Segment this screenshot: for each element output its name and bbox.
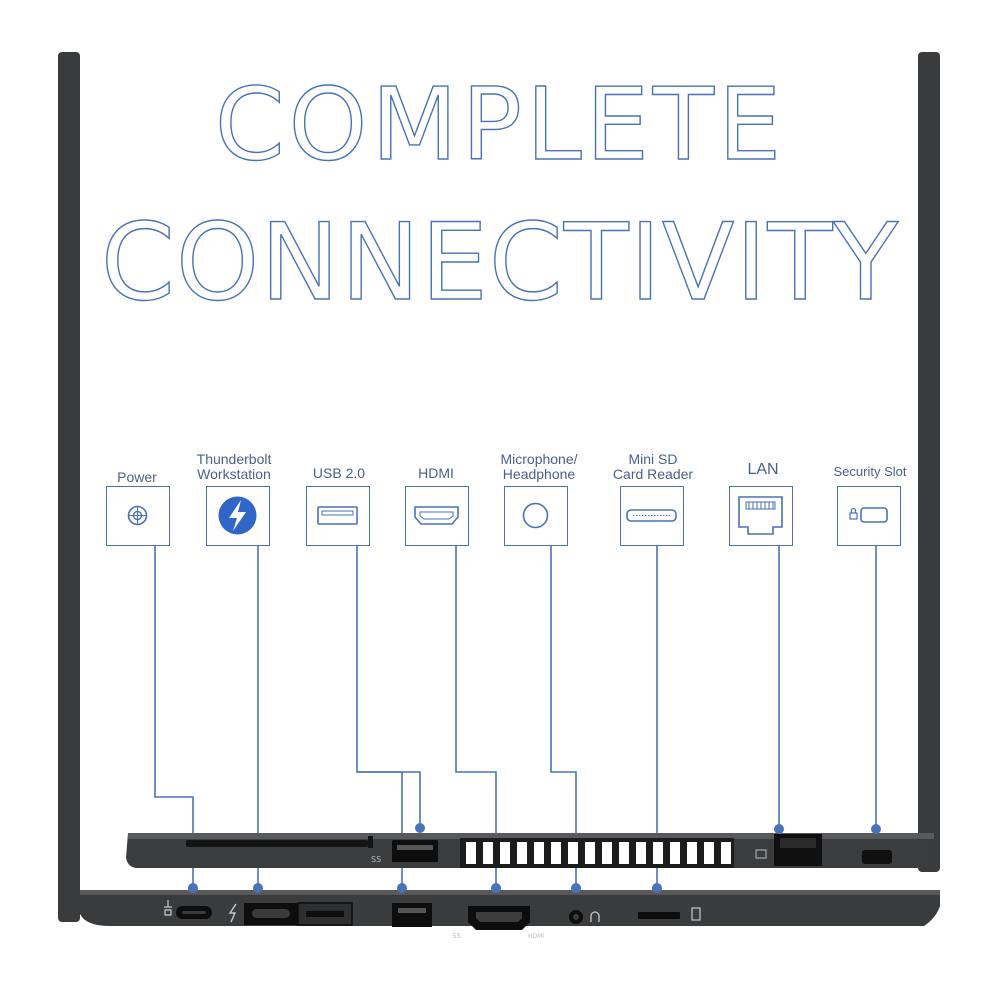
thunderbolt-icon — [218, 496, 257, 535]
hdmi-print: HDMI — [528, 933, 544, 940]
vent-slat — [687, 842, 697, 864]
vent-slat — [602, 842, 612, 864]
power-usb-c-tongue — [182, 911, 206, 914]
port-label-usb: USB 2.0 — [312, 465, 366, 481]
callout-dot-thunderbolt — [253, 883, 263, 893]
vent-slat — [551, 842, 561, 864]
port-label-hdmi: HDMI — [418, 465, 454, 481]
vent-slat — [653, 842, 663, 864]
sd-card-print-icon — [691, 907, 701, 921]
laptop-lid-left-edge — [58, 52, 80, 922]
vent-slat — [636, 842, 646, 864]
ethernet-port-icon — [738, 496, 783, 535]
dock-connector-slot — [306, 911, 344, 917]
vent-slat — [704, 842, 714, 864]
usb-ss-print-left: SS — [452, 932, 461, 940]
callout-dot-audio — [571, 883, 581, 893]
port-box-security — [837, 486, 901, 546]
headline-line-2: CONNECTIVITY — [100, 201, 900, 324]
ethernet-print-icon — [755, 849, 767, 859]
thunderbolt-print-icon — [228, 903, 237, 923]
ethernet-port-contacts — [780, 838, 816, 848]
hdmi-port-inner — [476, 912, 522, 922]
laptop-body-left-top-edge — [80, 890, 940, 895]
usb-port-right-side — [392, 840, 438, 862]
callout-dot-security — [871, 824, 881, 834]
callout-dot-power — [188, 883, 198, 893]
callout-usb-upper-a — [356, 546, 421, 826]
callout-usb-upper-b — [357, 771, 403, 833]
security-lock-icon — [849, 507, 888, 523]
usb-port-contacts — [397, 845, 433, 850]
headphone-print-icon — [590, 911, 600, 922]
port-box-power — [106, 486, 170, 546]
port-label-security: Security Slot — [833, 464, 907, 479]
callout-hdmi-upper — [455, 546, 497, 833]
slot-detail — [186, 840, 368, 847]
callout-dot-usb-right — [415, 823, 425, 833]
callout-dots — [188, 823, 881, 893]
power-dc-icon — [127, 505, 148, 526]
vent-slat — [585, 842, 595, 864]
port-label-lan: LAN — [747, 461, 779, 478]
thunderbolt-port-inner — [252, 909, 290, 918]
port-box-usb — [306, 486, 370, 546]
headline-line-1: COMPLETE — [214, 66, 786, 183]
usb-port-left-side — [392, 903, 432, 927]
audio-jack-inner — [573, 914, 579, 920]
vent-slat — [500, 842, 510, 864]
callout-dot-lan — [774, 824, 784, 834]
callout-dot-usb-left — [397, 883, 407, 893]
slot-end-detail — [368, 836, 373, 848]
usb-ss-print: SS — [371, 855, 381, 864]
power-print-icon — [164, 900, 172, 916]
cooling-vents — [460, 838, 734, 868]
audio-jack-icon — [522, 502, 549, 529]
sd-card-slot-icon — [626, 509, 677, 522]
laptop-lid-right-edge — [918, 52, 940, 872]
port-box-hdmi — [405, 486, 469, 546]
callout-dot-hdmi — [491, 883, 501, 893]
vent-slat — [568, 842, 578, 864]
vent-slat — [466, 842, 476, 864]
vent-slat — [721, 842, 731, 864]
port-box-thunderbolt — [206, 486, 270, 546]
vent-slat — [534, 842, 544, 864]
vent-slat — [483, 842, 493, 864]
usb-port-icon — [317, 506, 358, 525]
callout-audio-upper — [550, 546, 577, 833]
vent-slat — [517, 842, 527, 864]
callout-dot-sd — [652, 883, 662, 893]
vent-slat — [619, 842, 629, 864]
sd-card-slot — [638, 912, 680, 919]
port-label-power: Power — [117, 469, 157, 485]
port-box-audio — [504, 486, 568, 546]
laptop-body-right-top-edge — [128, 833, 934, 839]
callout-power-upper — [154, 546, 194, 833]
hdmi-port-icon — [414, 506, 459, 525]
security-slot-right-side — [862, 850, 892, 864]
port-box-lan — [729, 486, 793, 546]
usb-port-left-contacts — [398, 908, 426, 913]
callout-lines — [154, 546, 877, 886]
port-label-audio: Microphone/Headphone — [500, 451, 578, 482]
port-box-sd — [620, 486, 684, 546]
vent-slat — [670, 842, 680, 864]
